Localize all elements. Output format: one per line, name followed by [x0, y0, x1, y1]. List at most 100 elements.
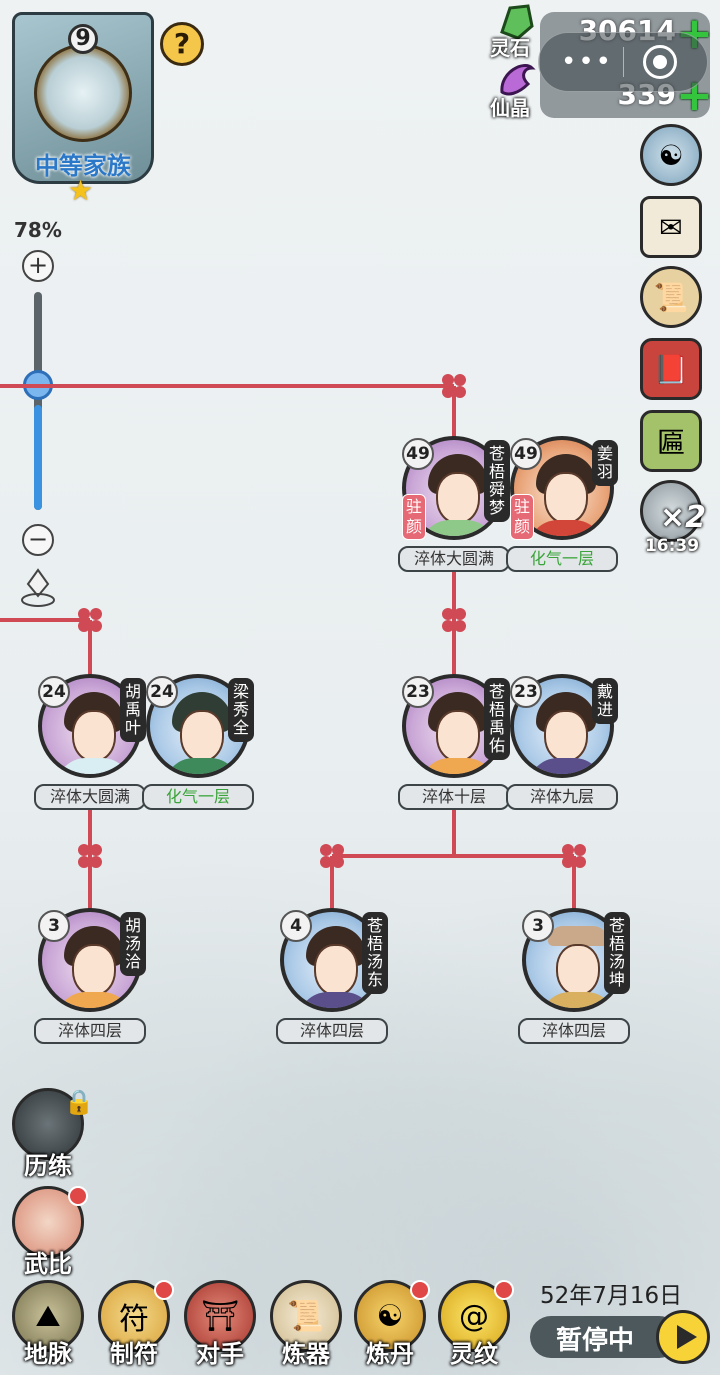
member-card[interactable]: 23 戴进 淬体九层	[506, 674, 618, 814]
face	[556, 944, 600, 996]
member-name: 胡禹叶	[120, 678, 146, 742]
earth-vein-icon: ⛰	[12, 1280, 84, 1352]
settings-gear-icon[interactable]: ☯	[640, 124, 702, 186]
member-age: 23	[402, 676, 434, 708]
member-realm: 淬体九层	[506, 784, 618, 810]
notification-dot	[68, 1186, 88, 1206]
member-name: 胡汤洽	[120, 912, 146, 976]
face	[72, 710, 116, 762]
nav-spirit-pattern[interactable]: @ 灵纹	[436, 1280, 514, 1372]
member-card[interactable]: 23 苍梧禹佑 淬体十层	[398, 674, 510, 814]
member-age: 23	[510, 676, 542, 708]
member-age: 4	[280, 910, 312, 942]
spirit-stone-label: 灵石	[490, 36, 530, 60]
nav-forge[interactable]: 📜 炼器	[268, 1280, 344, 1372]
miniapp-capsule: •••	[538, 32, 708, 92]
forge-scroll-icon: 📜	[270, 1280, 342, 1352]
face	[544, 472, 588, 524]
notification-dot	[410, 1280, 430, 1300]
station-badge: 驻颜	[510, 494, 534, 540]
spirit-stone-icon	[500, 4, 534, 40]
pause-status: 暂停中	[556, 1326, 635, 1356]
letters-icon[interactable]: ✉	[640, 196, 702, 258]
member-card[interactable]: 49 苍梧舜梦 驻颜 淬体大圆满	[398, 436, 510, 576]
gate-icon: ⛩	[184, 1280, 256, 1352]
more-menu-icon[interactable]: •••	[561, 47, 614, 77]
member-card[interactable]: 49 姜羽 驻颜 化气一层	[506, 436, 618, 576]
face	[314, 944, 358, 996]
spiral-icon: @	[438, 1280, 510, 1352]
tournament-button[interactable]: 武比	[10, 1186, 88, 1278]
locate-icon[interactable]	[18, 566, 58, 610]
member-name: 苍梧汤坤	[604, 912, 630, 994]
member-realm: 淬体大圆满	[34, 784, 146, 810]
hair	[548, 926, 608, 946]
member-card[interactable]: 24 梁秀全 化气一层	[142, 674, 254, 814]
robe	[528, 758, 604, 774]
notification-dot	[154, 1280, 174, 1300]
training-button[interactable]: 🔒 历练	[10, 1088, 94, 1180]
member-realm: 淬体四层	[276, 1018, 388, 1044]
training-icon	[12, 1088, 84, 1160]
member-realm: 化气一层	[142, 784, 254, 810]
nav-opponent[interactable]: ⛩ 对手	[182, 1280, 258, 1372]
nav-label: 灵纹	[450, 1340, 498, 1368]
nav-alchemy[interactable]: ☯ 炼丹	[352, 1280, 430, 1372]
member-card[interactable]: 24 胡禹叶 淬体大圆满	[34, 674, 146, 814]
nav-talisman[interactable]: 符 制符	[96, 1280, 174, 1372]
member-name: 戴进	[592, 678, 618, 724]
speed-x2-button[interactable]	[640, 480, 702, 542]
scroll-icon[interactable]: 📜	[640, 266, 702, 328]
face	[436, 472, 480, 524]
nav-label: 炼丹	[366, 1340, 414, 1368]
member-realm: 化气一层	[506, 546, 618, 572]
robe	[298, 992, 374, 1008]
family-rank-name: 中等家族	[35, 152, 131, 180]
family-level: 9	[68, 24, 98, 54]
nav-label: 制符	[110, 1340, 158, 1368]
robe	[528, 520, 604, 536]
family-badge[interactable]: 9 中等家族	[12, 12, 154, 184]
play-icon[interactable]	[656, 1310, 710, 1364]
nav-label: 炼器	[282, 1340, 330, 1368]
member-card[interactable]: 3 苍梧汤坤 淬体四层	[518, 908, 630, 1048]
nav-label: 对手	[196, 1340, 244, 1368]
member-age: 3	[38, 910, 70, 942]
member-age: 49	[402, 438, 434, 470]
knot-icons	[78, 374, 586, 868]
lock-icon: 🔒	[64, 1088, 94, 1116]
training-label: 历练	[24, 1152, 72, 1180]
portrait	[38, 908, 142, 1012]
book-icon[interactable]: 📕	[640, 338, 702, 400]
help-button[interactable]: ?	[160, 22, 204, 66]
robe	[56, 992, 132, 1008]
member-age: 3	[522, 910, 554, 942]
robe	[540, 992, 616, 1008]
game-date: 52年7月16日	[540, 1283, 683, 1309]
tournament-label: 武比	[24, 1250, 72, 1278]
member-name: 姜羽	[592, 440, 618, 486]
capsule-divider	[623, 47, 624, 77]
member-name: 苍梧禹佑	[484, 678, 510, 760]
member-card[interactable]: 3 胡汤洽 淬体四层	[34, 908, 146, 1048]
zoom-out-button[interactable]: −	[22, 524, 54, 556]
member-name: 苍梧汤东	[362, 912, 388, 994]
zoom-slider-track[interactable]	[34, 292, 42, 510]
member-realm: 淬体十层	[398, 784, 510, 810]
plaque-icon[interactable]: 匾	[640, 410, 702, 472]
member-realm: 淬体四层	[518, 1018, 630, 1044]
notification-dot	[494, 1280, 514, 1300]
immortal-crystal-label: 仙晶	[490, 96, 530, 120]
face	[544, 710, 588, 762]
family-emblem-icon	[34, 44, 132, 142]
face	[180, 710, 224, 762]
member-name: 苍梧舜梦	[484, 440, 510, 522]
zoom-slider-fill	[34, 404, 42, 510]
station-badge: 驻颜	[402, 494, 426, 540]
nav-earth-vein[interactable]: ⛰ 地脉	[10, 1280, 86, 1372]
member-card[interactable]: 4 苍梧汤东 淬体四层	[276, 908, 388, 1048]
zoom-in-button[interactable]: +	[22, 250, 54, 282]
close-miniapp-icon[interactable]	[643, 45, 677, 79]
zoom-percent: 78%	[14, 218, 62, 242]
